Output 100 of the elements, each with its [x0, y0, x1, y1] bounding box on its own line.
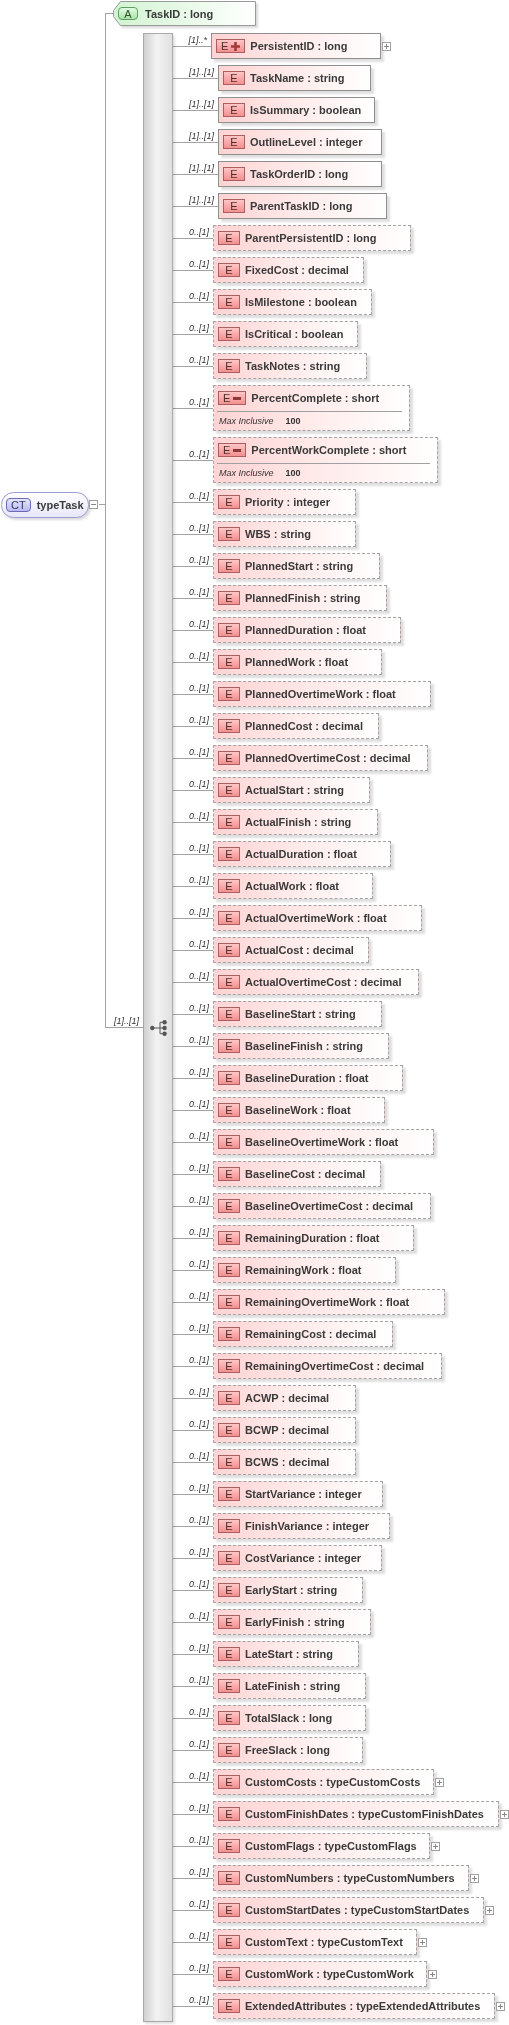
element-box — [213, 617, 401, 643]
element-box — [211, 33, 381, 59]
element-name: IsMilestone : boolean — [245, 296, 357, 308]
element-name: RemainingOvertimeCost : decimal — [245, 1360, 425, 1372]
element-name: RemainingDuration : float — [245, 1232, 380, 1244]
element-name: PersistentID : long — [250, 40, 348, 52]
cardinality-label: 0..[1] — [188, 1835, 210, 1845]
connector-line — [172, 1462, 214, 1463]
element-name: PlannedFinish : string — [245, 592, 361, 604]
cardinality-label: 0..[1] — [188, 291, 210, 301]
element-box — [213, 1001, 382, 1027]
connector-line — [172, 1782, 214, 1783]
connector-line — [172, 1750, 214, 1751]
element-badge: E — [218, 847, 240, 861]
connector-line — [172, 1654, 214, 1655]
element-box — [213, 585, 387, 611]
connector-line — [172, 1942, 214, 1943]
connector-line — [98, 504, 144, 1028]
element-box — [213, 553, 380, 579]
connector-line — [172, 790, 214, 791]
element-box — [213, 1577, 363, 1603]
cardinality-label: 0..[1] — [188, 1931, 210, 1941]
element-name: CustomStartDates : typeCustomStartDates — [245, 1904, 470, 1916]
element-name: ActualWork : float — [245, 880, 339, 892]
element-badge: E — [218, 359, 240, 373]
cardinality-label: [1]..* — [187, 35, 208, 45]
element-name: WBS : string — [245, 528, 311, 540]
cardinality-label: 0..[1] — [188, 971, 210, 981]
connector-line — [172, 1558, 214, 1559]
connector-line — [172, 694, 214, 695]
element-badge: E — [218, 1807, 240, 1821]
element-name: ActualFinish : string — [245, 816, 352, 828]
element-name: EarlyStart : string — [245, 1584, 338, 1596]
element-name: FreeSlack : long — [245, 1744, 330, 1756]
element-box — [213, 1929, 417, 1955]
element-name: TaskNotes : string — [245, 360, 341, 372]
cardinality-label: 0..[1] — [188, 227, 210, 237]
element-name: CustomText : typeCustomText — [245, 1936, 403, 1948]
element-name: FinishVariance : integer — [245, 1520, 370, 1532]
connector-line — [172, 174, 219, 175]
element-box — [213, 385, 410, 431]
element-badge: E — [218, 623, 240, 637]
element-box — [213, 1417, 356, 1443]
element-badge: E — [223, 167, 245, 181]
connector-line — [172, 854, 214, 855]
connector-line — [172, 1174, 214, 1175]
element-name: FixedCost : decimal — [245, 264, 349, 276]
cardinality-label: 0..[1] — [188, 1611, 210, 1621]
element-name: BaselineCost : decimal — [245, 1168, 366, 1180]
connector-line — [172, 238, 214, 239]
facet-value: 100 — [285, 415, 301, 426]
connector-line — [172, 1686, 214, 1687]
connector-line — [172, 110, 219, 111]
element-box — [213, 1321, 393, 1347]
element-name: CustomCosts : typeCustomCosts — [245, 1776, 421, 1788]
element-name: ParentPersistentID : long — [245, 232, 377, 244]
element-badge: E — [218, 1679, 240, 1693]
element-badge: E — [218, 527, 240, 541]
element-box — [213, 905, 422, 931]
element-box — [213, 969, 419, 995]
element-name: EarlyFinish : string — [245, 1616, 345, 1628]
element-badge: E — [218, 783, 240, 797]
element-badge: E — [218, 719, 240, 733]
cardinality-label: 0..[1] — [188, 1355, 210, 1365]
facet-value: 100 — [285, 467, 301, 478]
connector-line — [172, 1814, 214, 1815]
badge-letter: E — [223, 392, 231, 404]
cardinality-label: 0..[1] — [188, 1483, 210, 1493]
connector-line — [172, 1878, 214, 1879]
connector-line — [172, 1238, 214, 1239]
element-box — [213, 1865, 469, 1891]
element-badge: E — [218, 1615, 240, 1629]
connector-line — [172, 982, 214, 983]
element-badge: E — [218, 1711, 240, 1725]
element-badge: E — [218, 879, 240, 893]
element-badge: E — [218, 911, 240, 925]
element-name: PlannedWork : float — [245, 656, 349, 668]
cardinality-label: 0..[1] — [188, 939, 210, 949]
element-name: BaselineWork : float — [245, 1104, 351, 1116]
connector-line — [172, 1302, 214, 1303]
cardinality-label: 0..[1] — [188, 1195, 210, 1205]
cardinality-label: 0..[1] — [188, 715, 210, 725]
element-name: BaselineStart : string — [245, 1008, 356, 1020]
element-badge: E — [218, 1647, 240, 1661]
cardinality-label: 0..[1] — [188, 491, 210, 501]
connector-line — [172, 1334, 214, 1335]
element-badge: E — [218, 1039, 240, 1053]
connector-line — [172, 1270, 214, 1271]
connector-line — [172, 1142, 214, 1143]
element-name: LateFinish : string — [245, 1680, 341, 1692]
element-box — [213, 1385, 356, 1411]
cardinality-label: 0..[1] — [188, 1227, 210, 1237]
complex-type-box — [1, 492, 99, 518]
cardinality-label: 0..[1] — [188, 555, 210, 565]
element-name: ActualDuration : float — [245, 848, 357, 860]
cardinality-label: [1]..[1] — [188, 163, 215, 173]
element-name: TaskName : string — [250, 72, 345, 84]
element-badge: E — [218, 1551, 240, 1565]
element-name: IsCritical : boolean — [245, 328, 344, 340]
cardinality-label: 0..[1] — [188, 355, 210, 365]
